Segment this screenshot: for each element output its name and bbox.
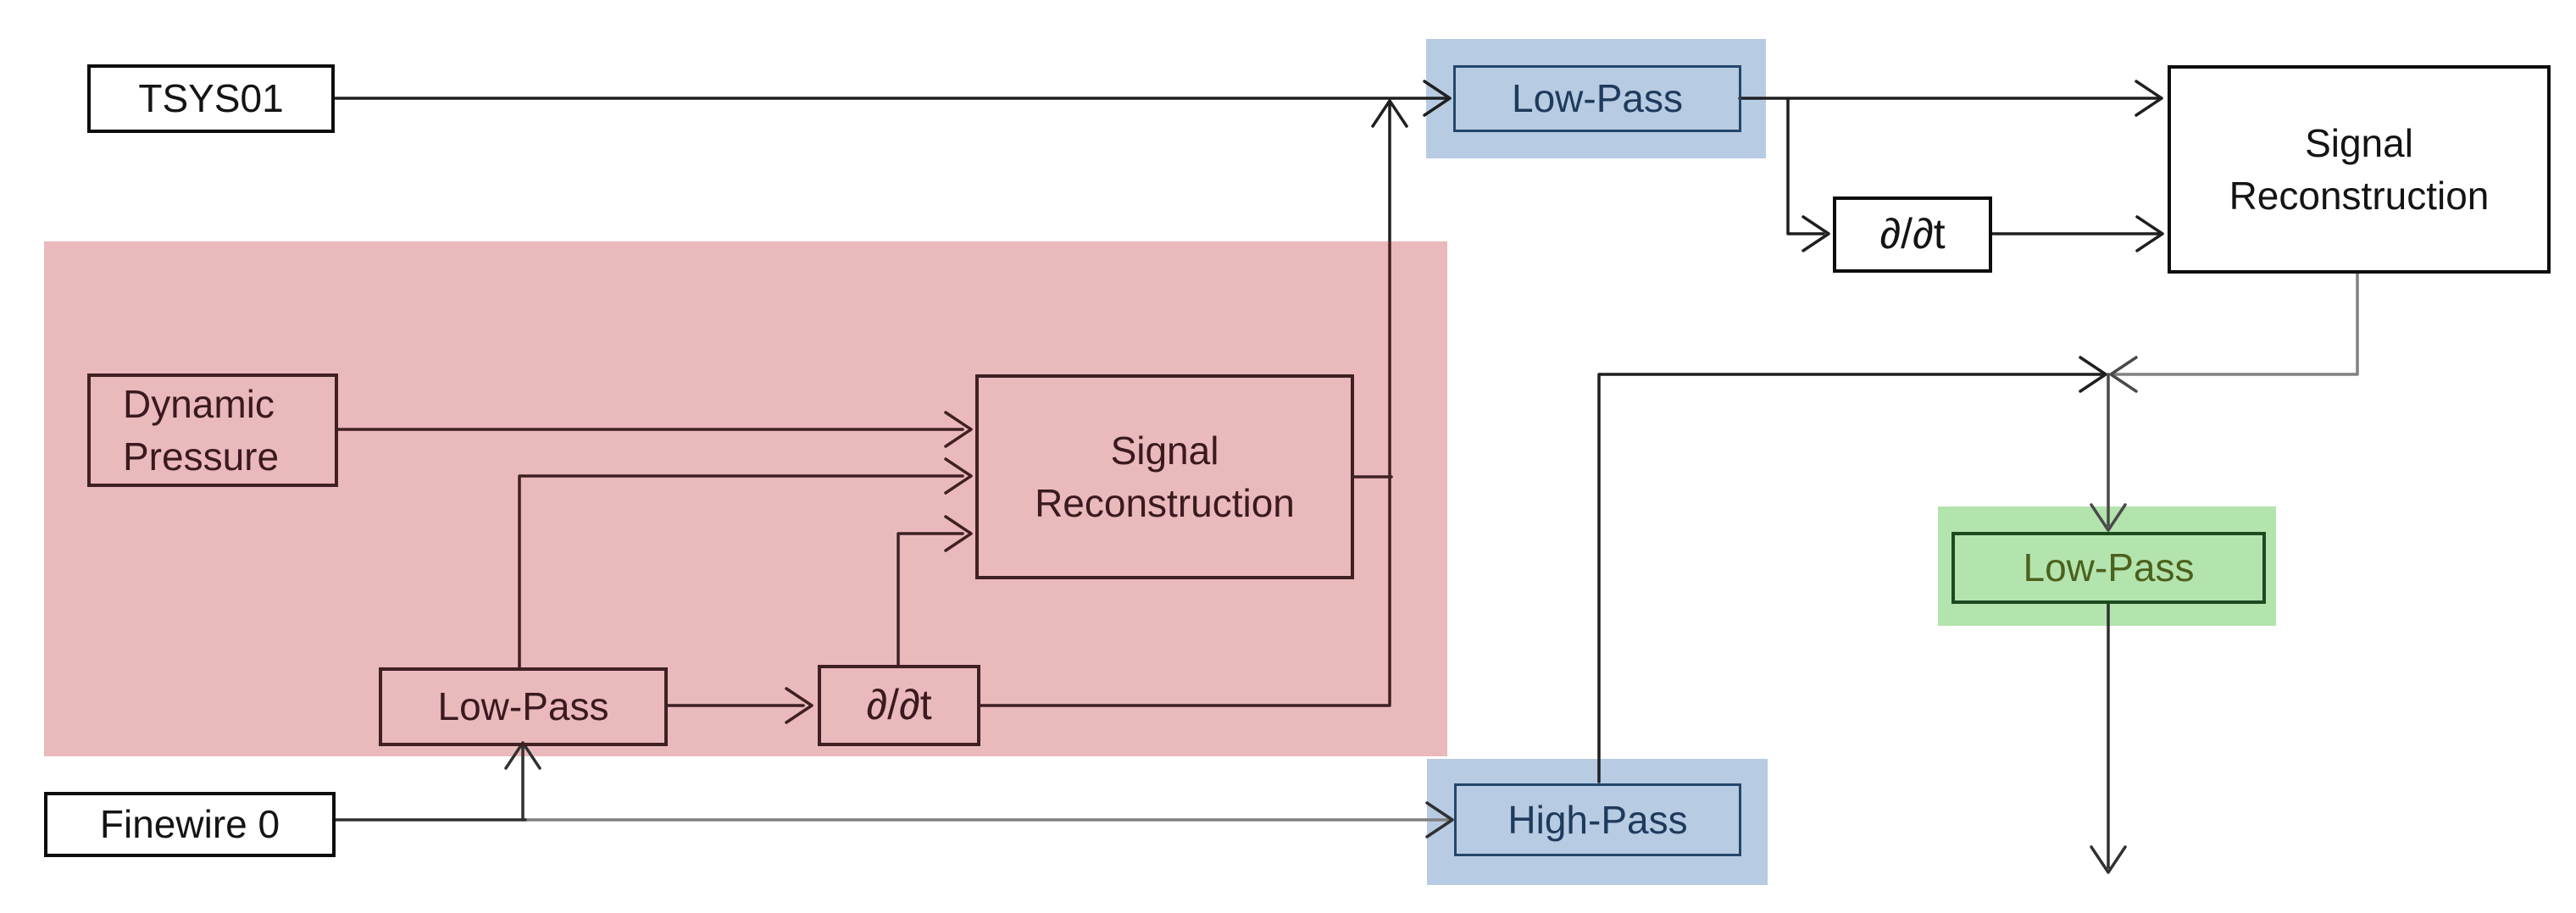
wire-highpass-to-junction bbox=[1597, 373, 2103, 783]
node-dynamic-pressure: Dynamic Pressure bbox=[87, 374, 338, 487]
node-signal-reconstruction-pink: Signal Reconstruction bbox=[975, 374, 1354, 579]
arrowhead-into-lowpass-green bbox=[2090, 503, 2127, 532]
pink-highlight-region bbox=[44, 241, 1447, 756]
high-pass-label: High-Pass bbox=[1507, 797, 1688, 842]
wire-ddt-pink-top-to-sr-pink bbox=[897, 532, 964, 668]
signal-reconstruction-top-label: Signal Reconstruction bbox=[2229, 120, 2490, 218]
arrowhead-sr-pink-input2 bbox=[944, 457, 973, 495]
low-pass-blue-label: Low-Pass bbox=[1512, 76, 1683, 121]
ddt-pink-label: ∂/∂t bbox=[866, 681, 932, 729]
arrowhead-sr-pink-input1 bbox=[944, 411, 973, 448]
arrowhead-into-lowpass-pink-bottom bbox=[504, 741, 541, 770]
arrowhead-sr-pink-input3 bbox=[944, 515, 973, 552]
wire-lowpass-pink-top-to-sr-pink bbox=[518, 474, 964, 671]
arrowhead-up-merge-tsys01-line bbox=[1371, 99, 1408, 128]
wire-ddt-pink-output-riser bbox=[979, 241, 1391, 707]
arrowhead-into-ddt-pink bbox=[785, 687, 813, 724]
node-ddt-pink: ∂/∂t bbox=[818, 665, 980, 746]
wire-branch-to-ddt-top bbox=[1786, 98, 1825, 235]
node-ddt-top: ∂/∂t bbox=[1833, 196, 1992, 273]
highpass-blue-highlight bbox=[1427, 759, 1768, 885]
node-low-pass-green: Low-Pass bbox=[1951, 532, 2266, 604]
node-low-pass-pink: Low-Pass bbox=[379, 667, 668, 746]
low-pass-green-label: Low-Pass bbox=[2023, 545, 2195, 590]
tsys01-label: TSYS01 bbox=[138, 76, 284, 121]
node-low-pass-blue: Low-Pass bbox=[1453, 65, 1741, 132]
node-tsys01: TSYS01 bbox=[87, 64, 335, 133]
node-high-pass: High-Pass bbox=[1454, 783, 1741, 856]
arrowhead-into-sr-top-lower bbox=[2135, 215, 2164, 252]
lowpass-blue-highlight bbox=[1426, 39, 1766, 158]
arrowhead-into-sr-top-upper bbox=[2135, 80, 2163, 117]
signal-reconstruction-pink-label: Signal Reconstruction bbox=[1035, 428, 1295, 525]
arrowhead-into-ddt-top bbox=[1802, 215, 1830, 252]
arrowhead-junction-from-left bbox=[2079, 356, 2107, 393]
wire-sr-top-output-to-junction bbox=[2113, 272, 2359, 376]
arrowhead-junction-from-right bbox=[2109, 356, 2138, 393]
node-finewire0: Finewire 0 bbox=[44, 792, 336, 857]
low-pass-pink-label: Low-Pass bbox=[437, 684, 609, 729]
arrowhead-final-output bbox=[2090, 845, 2127, 874]
dynamic-pressure-label: Dynamic Pressure bbox=[123, 381, 280, 479]
node-signal-reconstruction-top: Signal Reconstruction bbox=[2168, 65, 2551, 274]
ddt-top-label: ∂/∂t bbox=[1879, 210, 1946, 258]
finewire0-label: Finewire 0 bbox=[99, 802, 280, 847]
arrowhead-into-lowpass-blue bbox=[1423, 80, 1452, 117]
arrowhead-into-highpass bbox=[1425, 801, 1454, 838]
